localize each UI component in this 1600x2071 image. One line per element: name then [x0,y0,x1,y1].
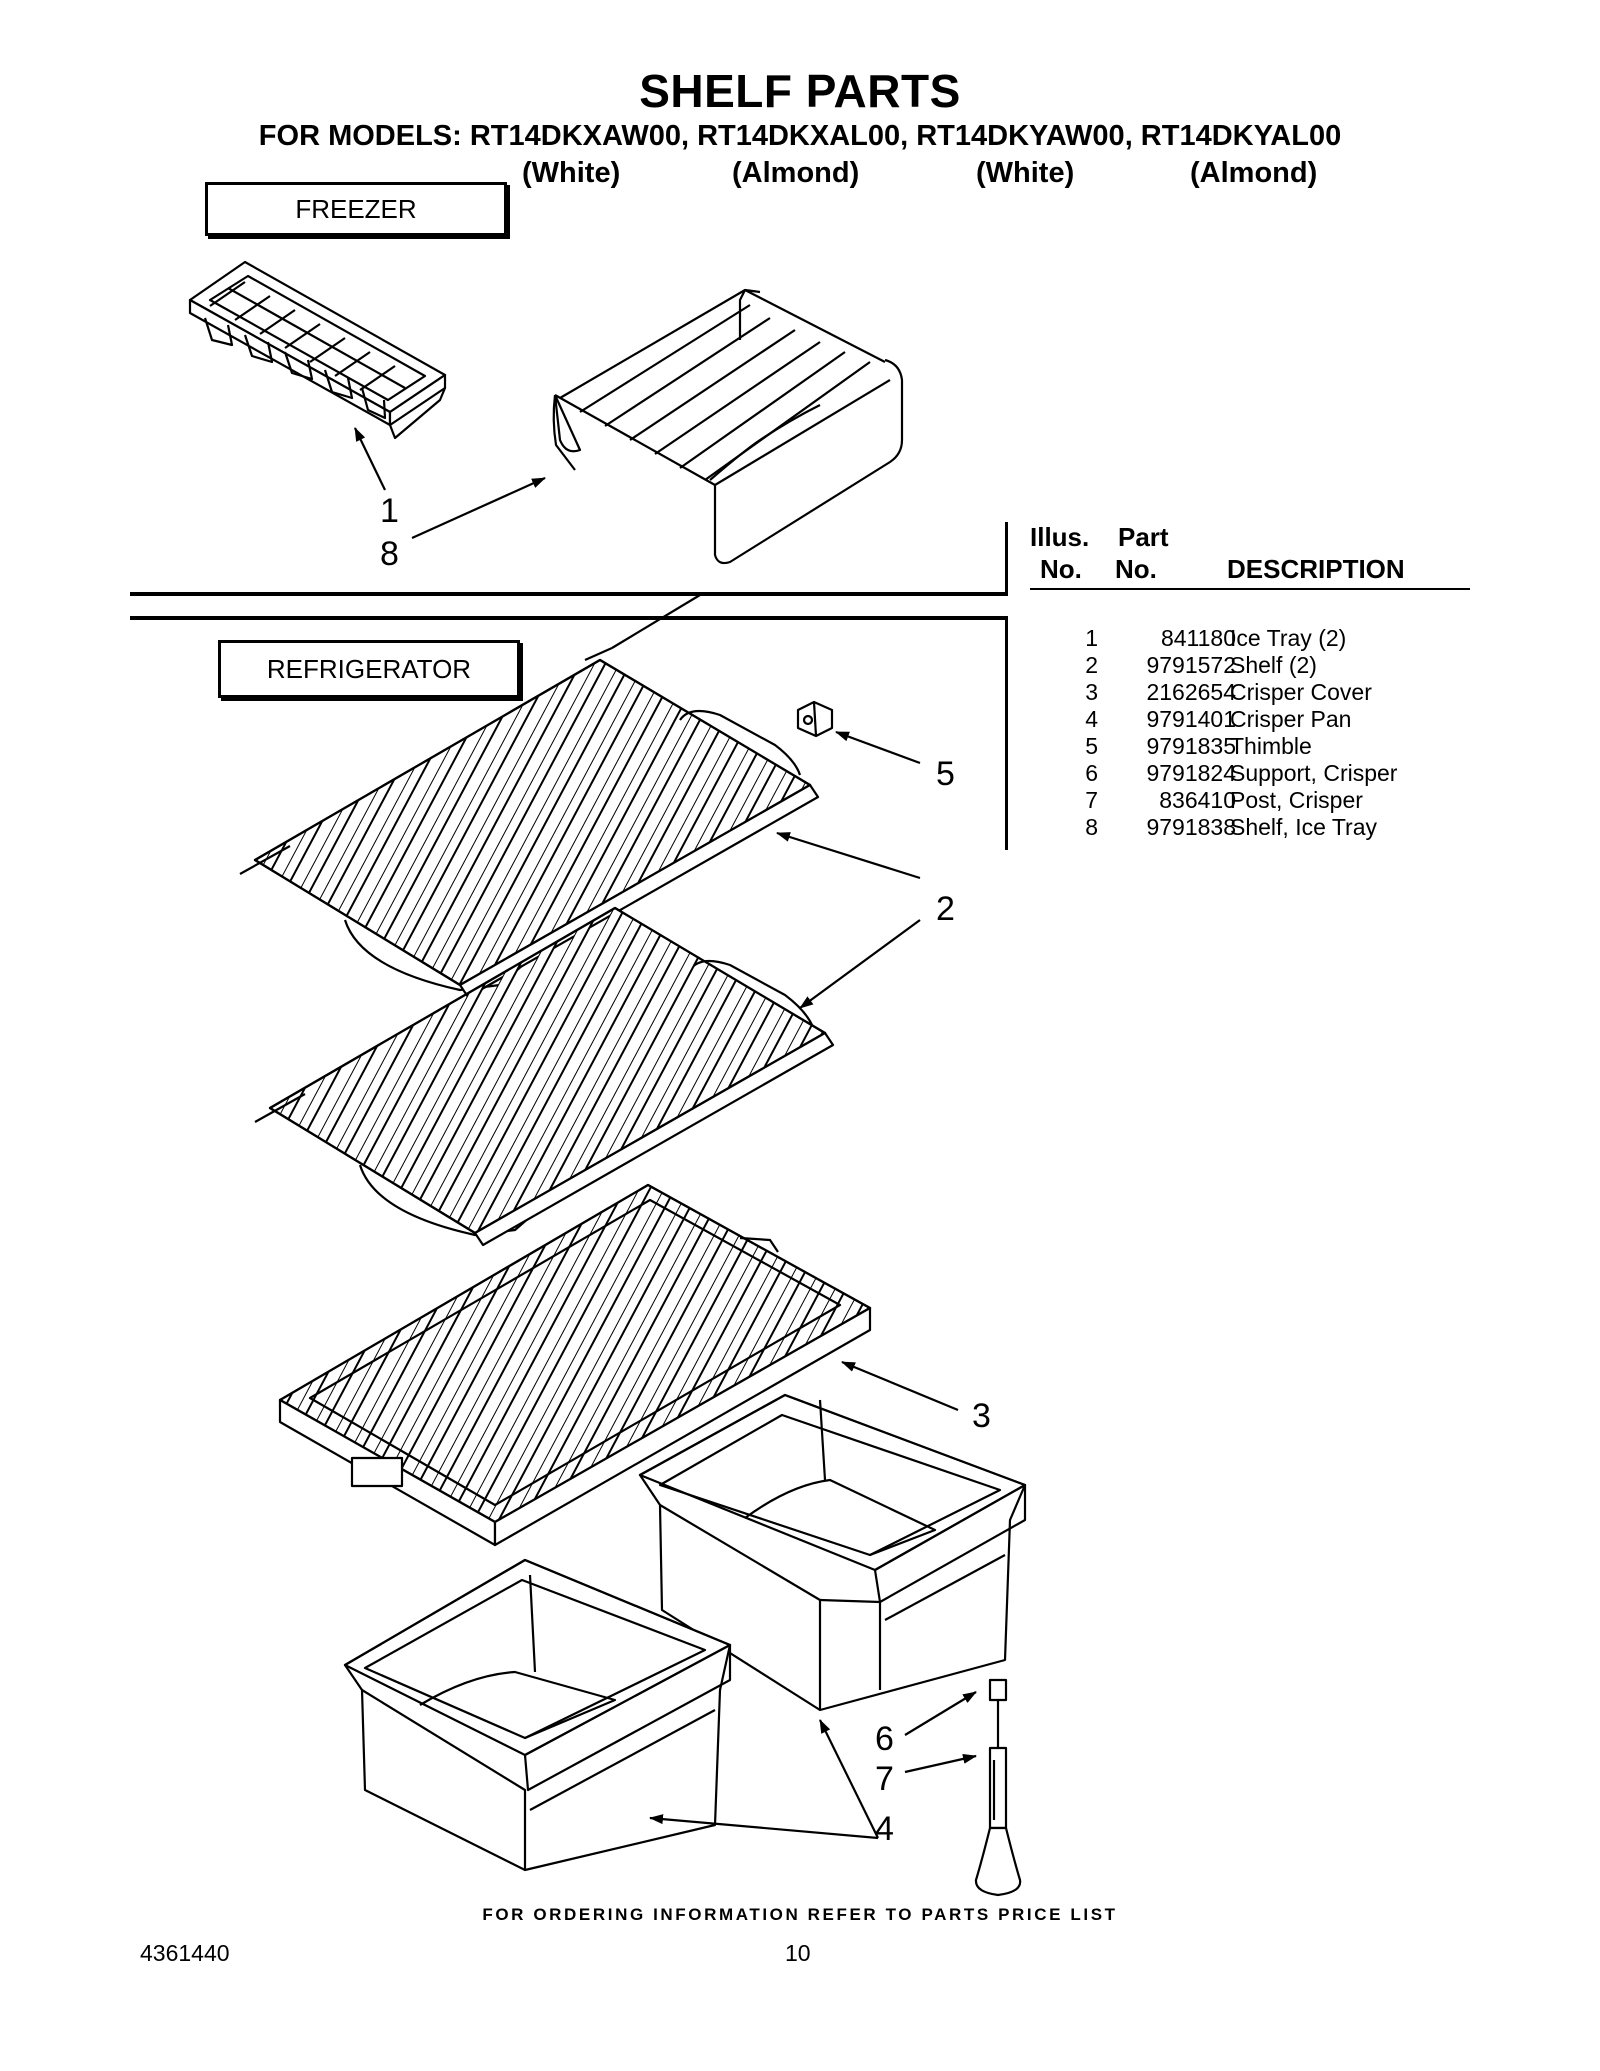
table-divider-lower [1005,620,1008,850]
illus-no: 4 [1085,706,1098,732]
part-description: Thimble [1230,733,1312,759]
refrigerator-section-label: REFRIGERATOR [218,640,520,698]
part-no: 9791824 [1146,760,1236,786]
models-line: FOR MODELS: RT14DKXAW00, RT14DKXAL00, RT… [258,120,1342,152]
variant-label: (White) [522,157,621,189]
table-header-rule [1030,588,1470,590]
upper-shelf-illustration [239,594,820,999]
callout-number: 3 [972,1397,991,1435]
table-row: 6 9791824 Support, Crisper [1030,760,1470,787]
document-number: 4361440 [140,1940,230,1966]
part-no: 841180 [1160,625,1236,651]
part-no: 836410 [1159,787,1236,813]
illus-no: 6 [1085,760,1098,786]
table-row: 4 9791401 Crisper Pan [1030,706,1470,733]
illus-no: 7 [1085,787,1098,813]
crisper-cover-illustration [278,1183,872,1547]
thimble-illustration [796,700,834,738]
illus-header-bottom: No. [1040,554,1082,584]
freezer-section-label: FREEZER [205,182,507,236]
illus-no: 1 [1085,625,1098,651]
part-no: 2162654 [1146,679,1236,705]
illus-no: 2 [1085,652,1098,678]
page-number: 10 [785,1940,811,1966]
table-row: 7 836410 Post, Crisper [1030,787,1470,814]
lower-shelf-illustration [254,906,835,1247]
table-row: 5 9791835 Thimble [1030,733,1470,760]
callout-number: 8 [380,535,399,573]
crisper-pan-left-illustration [343,1558,732,1872]
ice-tray-illustration [188,260,447,440]
table-row: 3 2162654 Crisper Cover [1030,679,1470,706]
callout-number: 6 [875,1720,894,1758]
illus-no: 5 [1085,733,1098,759]
part-no: 9791572 [1146,652,1236,678]
callout-number: 5 [936,755,955,793]
crisper-pan-right-illustration [638,1393,1027,1712]
page-title: SHELF PARTS [639,65,961,117]
part-description: Post, Crisper [1230,787,1363,813]
table-row: 1 841180 Ice Tray (2) [1030,625,1470,652]
callout-number: 1 [380,492,399,530]
table-row: 2 9791572 Shelf (2) [1030,652,1470,679]
part-header-bottom: No. [1115,554,1157,584]
variant-label: (White) [976,157,1075,189]
description-header: DESCRIPTION [1227,554,1405,584]
part-description: Crisper Cover [1230,679,1372,705]
part-header-top: Part [1118,522,1169,552]
part-description: Shelf, Ice Tray [1230,814,1378,840]
illus-no: 8 [1085,814,1098,840]
ordering-note: FOR ORDERING INFORMATION REFER TO PARTS … [482,1905,1118,1924]
part-description: Support, Crisper [1230,760,1398,786]
table-row: 8 9791838 Shelf, Ice Tray [1030,814,1470,841]
callout-number: 2 [936,890,955,928]
part-description: Ice Tray (2) [1230,625,1347,651]
illus-no: 3 [1085,679,1098,705]
part-description: Shelf (2) [1230,652,1317,678]
part-no: 9791401 [1146,706,1236,732]
part-description: Crisper Pan [1230,706,1352,732]
illus-header-top: Illus. [1030,522,1090,552]
callout-number: 7 [875,1760,894,1798]
callout-number: 4 [875,1810,894,1848]
part-no: 9791838 [1146,814,1236,840]
table-divider-upper [1005,522,1008,594]
variant-label: (Almond) [732,157,860,189]
variant-label: (Almond) [1190,157,1318,189]
refrigerator-divider [130,616,1008,620]
crisper-support-post-illustration [974,1678,1022,1897]
ice-tray-shelf-illustration [552,288,904,565]
leader-lines [354,427,977,1840]
part-no: 9791835 [1146,733,1236,759]
freezer-divider [130,592,1008,596]
